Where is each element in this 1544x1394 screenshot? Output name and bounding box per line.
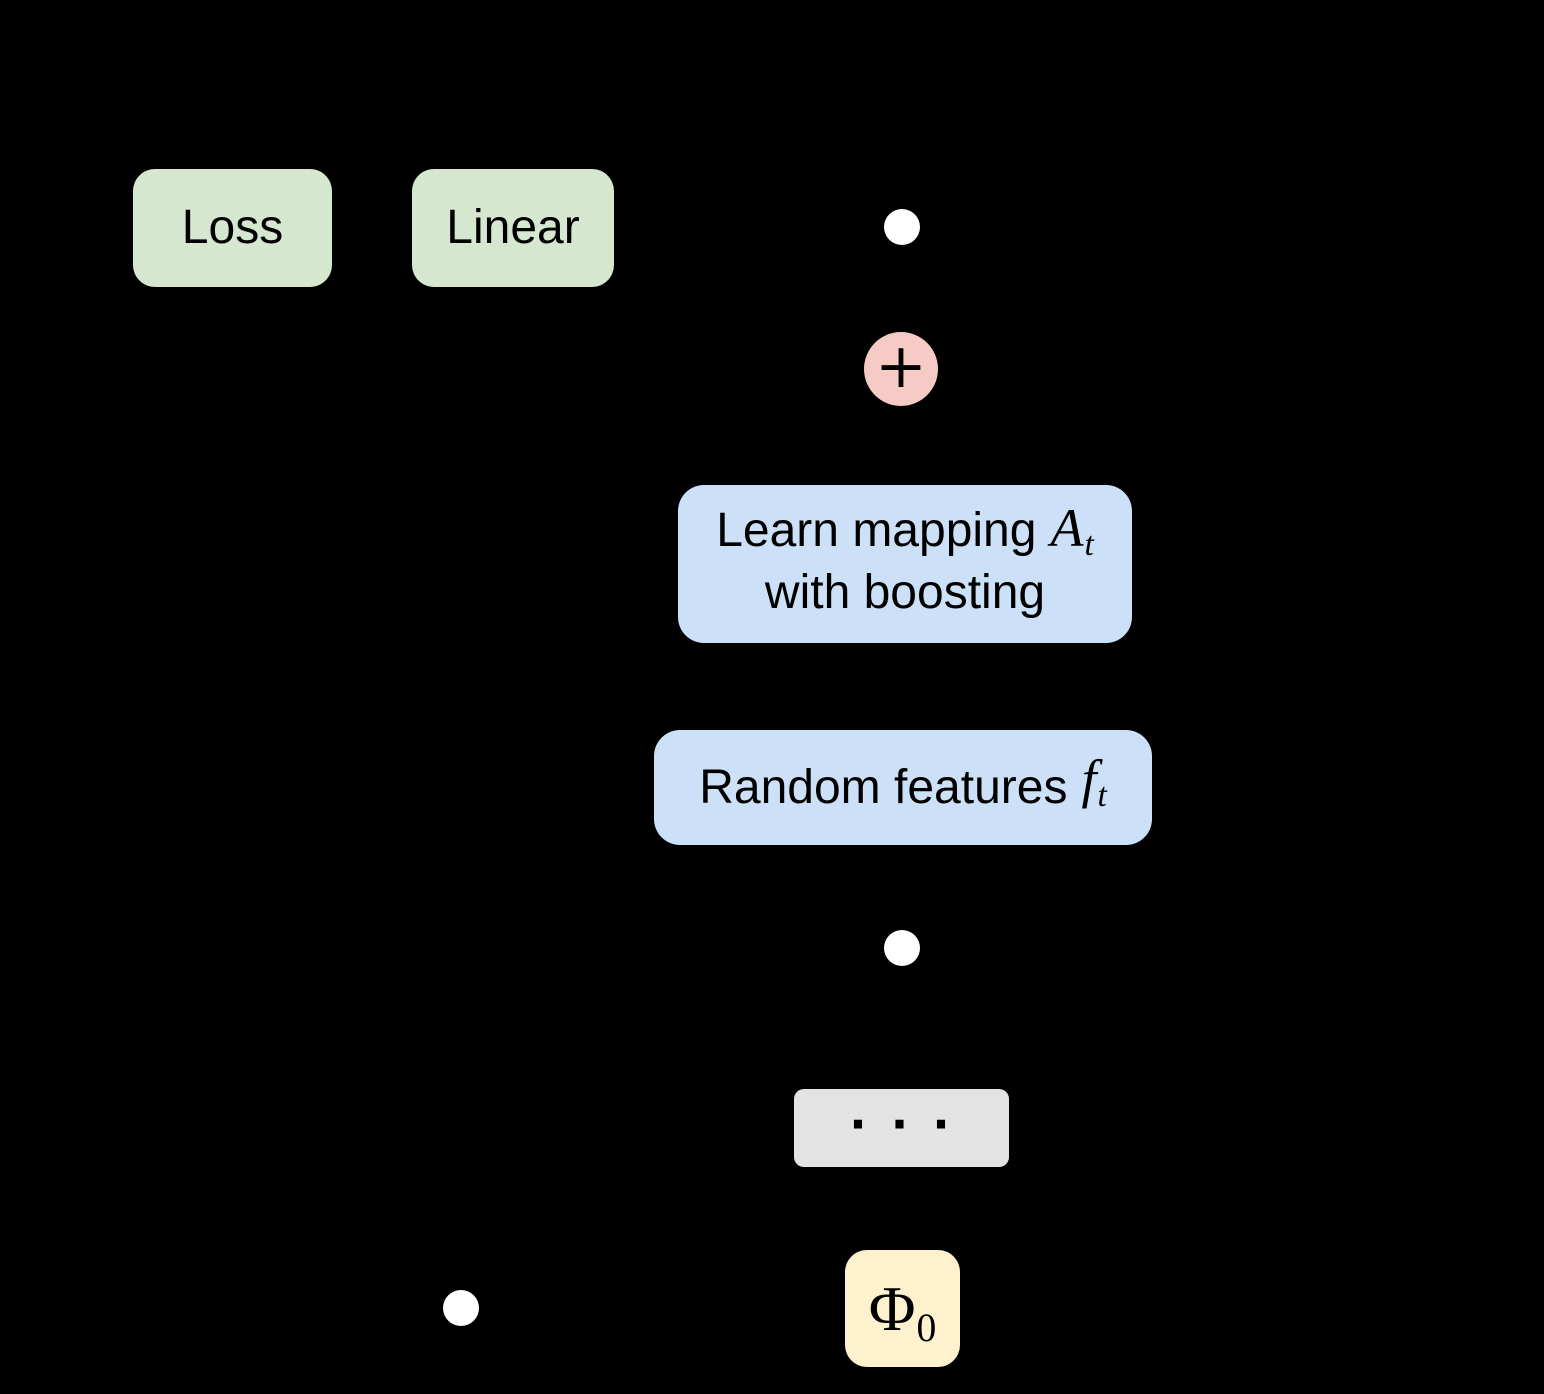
- learn-mapping-line2: with boosting: [765, 564, 1045, 626]
- math-symbol-f-t: ft: [1081, 752, 1106, 813]
- random-features-text: Random features: [699, 760, 1068, 814]
- connector-dot-top: [884, 209, 920, 245]
- learn-mapping-line1: Learn mapping At: [716, 501, 1094, 564]
- math-sub-t: t: [1084, 526, 1094, 564]
- random-features-node: Random features ft: [654, 730, 1152, 845]
- phi-zero-node: Φ0: [845, 1250, 960, 1367]
- math-symbol-A-t: At: [1050, 501, 1093, 562]
- plus-icon: +: [875, 329, 927, 402]
- ellipsis-dots-icon: · · ·: [849, 1097, 954, 1151]
- math-base-f: f: [1081, 748, 1097, 809]
- learn-mapping-node: Learn mapping At with boosting: [678, 485, 1132, 643]
- learn-mapping-text: Learn mapping: [716, 504, 1037, 557]
- connector-dot-bottom-left: [443, 1290, 479, 1326]
- loss-node: Loss: [133, 169, 332, 287]
- math-base-A: A: [1050, 498, 1084, 558]
- connector-dot-middle: [884, 930, 920, 966]
- math-sub-t: t: [1097, 777, 1107, 815]
- ellipsis-node: · · ·: [794, 1089, 1009, 1167]
- sum-node: +: [864, 332, 938, 406]
- math-sub-0: 0: [916, 1306, 937, 1351]
- linear-node: Linear: [412, 169, 614, 287]
- loss-label: Loss: [181, 201, 284, 255]
- with-boosting-text: with boosting: [764, 566, 1046, 619]
- math-symbol-phi-0: Φ0: [869, 1276, 937, 1348]
- math-base-phi: Φ: [868, 1272, 916, 1344]
- linear-label: Linear: [446, 201, 580, 255]
